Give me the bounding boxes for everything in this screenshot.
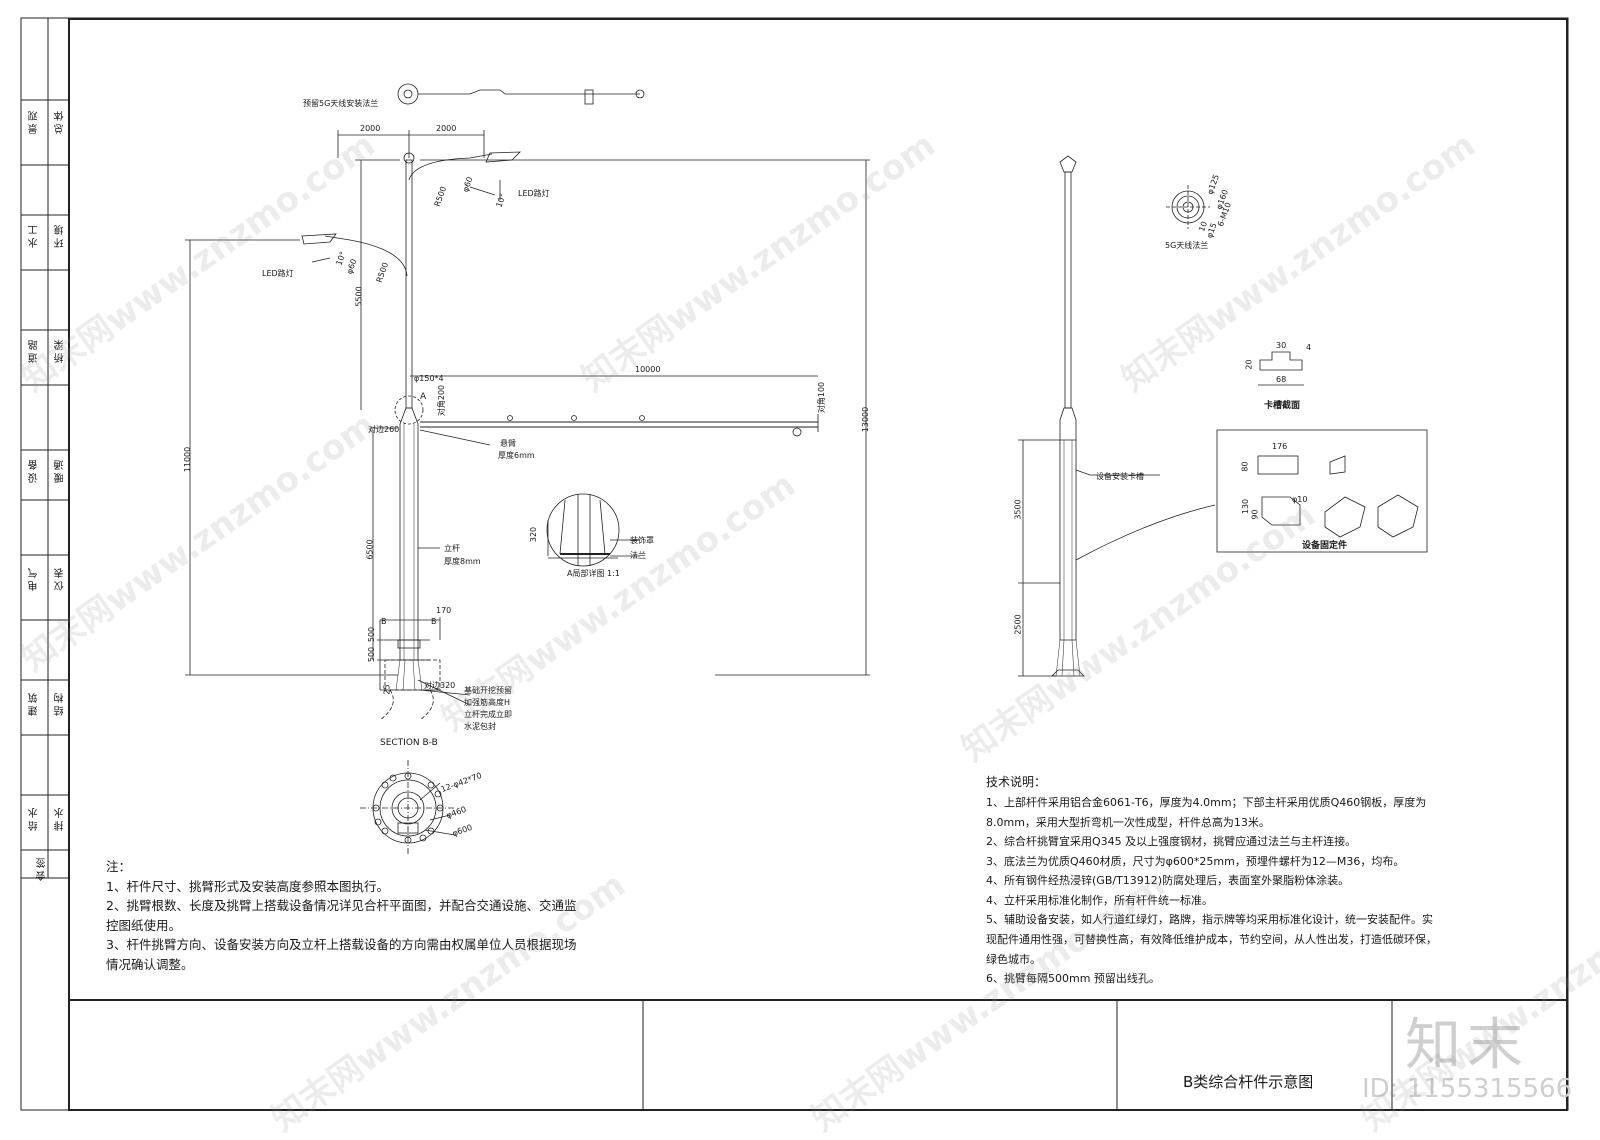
dim-label: φ10 <box>1292 495 1308 504</box>
tech-line: 6、挑臂每隔500mm 预留出线孔。 <box>986 972 1160 985</box>
dim-label: 4 <box>1306 343 1312 352</box>
dim-label: 80 <box>1240 461 1250 472</box>
foundation-note: 立杆完成立即 <box>464 710 512 719</box>
notes-title: 注： <box>106 859 132 874</box>
dim-label: 对边260 <box>368 425 400 434</box>
notes-line: 1、杆件尺寸、挑臂形式及安装高度参照本图执行。 <box>106 879 389 894</box>
dim-label: 6500 <box>365 539 375 560</box>
dim-label: 对角100 <box>817 381 827 414</box>
notes-line: 情况确认调整。 <box>106 957 194 972</box>
dim-label: 2000 <box>360 124 381 133</box>
foundation-note: 水泥包封 <box>464 722 496 731</box>
dim-label: 13000 <box>861 406 871 433</box>
detail-label: 法兰 <box>630 551 646 560</box>
tech-line: 2、综合杆挑臂宜采用Q345 及以上强度钢材，挑臂应通过法兰与主杆连接。 <box>986 835 1357 848</box>
sidebar-label: 暖通 <box>55 457 66 483</box>
foundation-note: 加强筋高度H <box>464 698 511 707</box>
sidebar-label: 景观 <box>29 108 40 134</box>
slot-label: 设备安装卡槽 <box>1096 472 1144 481</box>
arm-label: 悬臂 <box>500 439 516 448</box>
section-mark: B <box>431 617 437 626</box>
logo: 知末 <box>1405 1013 1529 1078</box>
pole-diameter: φ150*4 <box>414 374 444 383</box>
dim-label: 3500 <box>1013 499 1023 520</box>
sidebar-label: 建筑 <box>29 690 40 716</box>
pole-label: 立杆 <box>444 544 460 553</box>
dim-label: 10000 <box>635 365 661 374</box>
detail-a <box>546 493 640 567</box>
dim-label: 2000 <box>436 124 457 133</box>
flange-title: 5G天线法兰 <box>1165 241 1209 250</box>
dim-label: 170 <box>436 606 452 615</box>
tech-title: 技术说明： <box>986 775 1047 789</box>
right-pole-drawing <box>1018 155 1428 677</box>
sidebar-label: 总体 <box>55 108 66 134</box>
dim-label: 68 <box>1276 375 1287 384</box>
drawing-title: B类综合杆件示意图 <box>1183 1073 1314 1091</box>
tech-line: 4、所有钢件经热浸锌(GB/T13912)防腐处理后，表面室外聚脂粉体涂装。 <box>986 874 1350 887</box>
arm-thickness: 厚度6mm <box>498 451 535 460</box>
dim-label: 11000 <box>183 446 193 473</box>
dim-label: 对边320 <box>424 681 456 690</box>
tech-line: 现配件通用性强，可替换性高，有效降低维护成本，节约空间，从人性出发，打造低碳环保… <box>986 933 1437 946</box>
slot-title: 卡槽截面 <box>1264 401 1301 411</box>
dim-label: 对角200 <box>437 384 447 417</box>
dim-label: 30 <box>1276 341 1287 350</box>
dim-label: 20 <box>1244 359 1254 370</box>
notes-line: 控图纸使用。 <box>106 918 182 933</box>
led-lamp-label: LED路灯 <box>262 269 294 278</box>
sidebar-label: 给水 <box>29 805 40 831</box>
id-text: ID: 1155315566 <box>1362 1074 1573 1104</box>
tech-line: 5、辅助设备安装，如人行道红绿灯，路牌，指示牌等均采用标准化设计，统一安装配件。… <box>986 913 1433 926</box>
detail-mark-a: A <box>420 392 427 402</box>
foundation-note: 基础开挖预留 <box>464 686 512 695</box>
sidebar-label: 环境 <box>55 222 66 248</box>
sidebar-label: 仪表 <box>55 565 66 591</box>
notes-line: 3、杆件挑臂方向、设备安装方向及立杆上搭载设备的方向需由权属单位人员根据现场 <box>106 937 577 952</box>
dim-label: 500 <box>367 646 377 663</box>
tech-line: 绿色城市。 <box>986 953 1041 966</box>
sidebar-label: 电气 <box>29 565 40 591</box>
label-5g-flange: 预留5G天线安装法兰 <box>303 99 379 108</box>
detail-title: A局部详图 1:1 <box>567 569 620 578</box>
sidebar-label: 排水 <box>55 805 66 831</box>
section-mark: B <box>381 617 387 626</box>
pole-thickness: 厚度8mm <box>444 557 481 566</box>
base-section <box>360 760 456 856</box>
tech-line: 8.0mm，采用大型折弯机一次性成型，杆件总高为13米。 <box>986 816 1270 829</box>
left-pole-drawing <box>185 83 870 721</box>
dim-label: 176 <box>1272 442 1288 451</box>
sidebar-label: 结构 <box>55 690 66 716</box>
tech-line: 4、立杆采用标准化制作，所有杆件统一标准。 <box>986 894 1213 907</box>
dim-label: 2500 <box>1013 614 1023 635</box>
frame <box>20 17 1569 1111</box>
tech-line: 1、上部杆件采用铝合金6061-T6，厚度为4.0mm；下部主杆采用优质Q460… <box>986 796 1427 809</box>
led-lamp-label: LED路灯 <box>518 189 550 198</box>
dim-label: 130 <box>1241 498 1251 515</box>
tech-line: 3、底法兰为优质Q460材质，尺寸为φ600*25mm，预埋件螺杆为12—M36… <box>986 855 1405 868</box>
dim-label: 500 <box>367 626 377 643</box>
detail-label: 装饰罩 <box>630 536 654 545</box>
dim-label: 5500 <box>354 286 364 307</box>
dim-label: 25 <box>382 684 392 695</box>
sidebar-label: 会签 <box>37 855 48 881</box>
fixture-title: 设备固定件 <box>1302 541 1348 551</box>
sidebar-label: 设备 <box>29 457 40 483</box>
section-title: SECTION B-B <box>380 738 438 748</box>
sidebar-label: 水工 <box>29 222 40 248</box>
dim-label: 320 <box>529 526 539 543</box>
notes-line: 2、挑臂根数、长度及挑臂上搭载设备情况详见合杆平面图，并配合交通设施、交通监 <box>106 898 577 913</box>
